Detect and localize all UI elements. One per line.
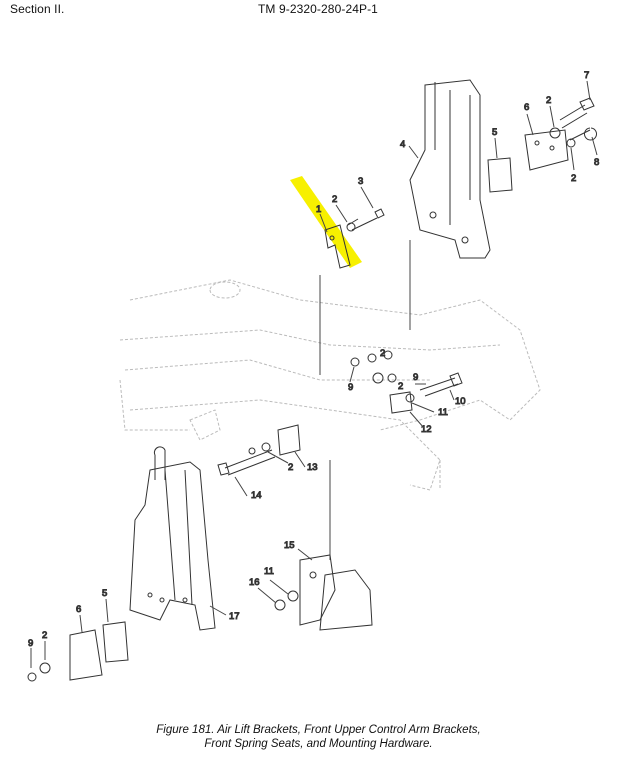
callout-2a: 2 — [332, 194, 337, 205]
callout-11a: 11 — [438, 407, 448, 418]
callout-2g: 2 — [42, 630, 47, 641]
callout-9b: 9 — [413, 372, 418, 383]
mounting-pad-upper — [487, 129, 569, 193]
callout-2b: 2 — [546, 95, 551, 106]
callout-9c: 9 — [28, 638, 33, 649]
callout-11b: 11 — [264, 566, 274, 577]
spring-seat — [274, 554, 373, 631]
callout-2f: 2 — [288, 462, 293, 473]
callout-1: 1 — [316, 204, 321, 215]
frame-rail — [119, 279, 541, 491]
air-lift-bracket-upper — [409, 79, 491, 259]
callout-4: 4 — [400, 139, 405, 150]
callout-5b: 5 — [102, 588, 107, 599]
callout-13: 13 — [307, 462, 318, 473]
callout-9a: 9 — [348, 382, 353, 393]
callout-7: 7 — [584, 70, 589, 81]
callout-5a: 5 — [492, 127, 497, 138]
figure-caption-line1: Figure 181. Air Lift Brackets, Front Upp… — [156, 724, 481, 736]
callout-15: 15 — [284, 540, 295, 551]
document-number: TM 9-2320-280-24P-1 — [258, 2, 378, 16]
callout-16: 16 — [249, 577, 260, 588]
mounting-pad-lower — [27, 621, 129, 682]
section-label: Section II. — [10, 2, 65, 16]
control-arm-bracket-hardware — [350, 350, 463, 414]
air-lift-bracket-lower — [129, 446, 216, 631]
callout-2c: 2 — [571, 173, 576, 184]
callout-6a: 6 — [524, 102, 529, 113]
callout-6b: 6 — [76, 604, 81, 615]
callout-2d: 2 — [380, 348, 385, 359]
callout-3: 3 — [358, 176, 363, 187]
figure-caption-line2: Front Spring Seats, and Mounting Hardwar… — [204, 738, 433, 750]
callout-14: 14 — [251, 490, 262, 501]
callout-17: 17 — [229, 611, 240, 622]
bolts-upper-right — [549, 97, 597, 148]
callout-10: 10 — [455, 396, 466, 407]
callout-8: 8 — [594, 157, 599, 168]
air-lift-bracket-small — [324, 208, 385, 269]
control-arm-bracket — [217, 424, 301, 476]
callout-2e: 2 — [398, 381, 403, 392]
part-highlight — [290, 176, 362, 268]
callout-12: 12 — [421, 424, 432, 435]
